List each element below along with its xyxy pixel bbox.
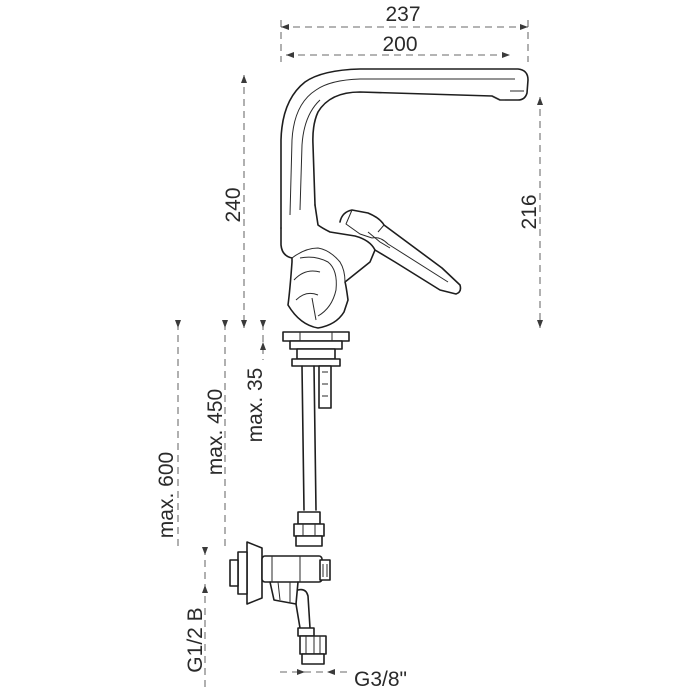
label-216: 216: [518, 194, 541, 229]
dimension-inlet-g12: [202, 547, 208, 690]
angle-valve: [229, 541, 331, 629]
faucet-lever-handle: [339, 209, 462, 295]
dimension-height-240: [241, 75, 247, 328]
fixing-stud: [318, 365, 332, 409]
outlet-connector: [297, 627, 327, 665]
faucet-body: [280, 204, 376, 329]
supply-hose: [301, 365, 317, 511]
dimension-width-200: [286, 52, 510, 58]
dimension-outlet-g38: [280, 669, 347, 675]
dimension-height-216: [537, 97, 543, 328]
label-max-600: max. 600: [155, 452, 178, 538]
label-max-450: max. 450: [204, 389, 227, 475]
hose-nut-upper: [293, 511, 325, 547]
dimension-max-450: [222, 320, 228, 548]
dimension-max-35: [260, 320, 266, 360]
label-200: 200: [382, 33, 417, 56]
dimension-width-237: [280, 20, 529, 62]
label-g38: G3/8": [354, 668, 407, 691]
label-max-35: max. 35: [244, 368, 267, 443]
label-237: 237: [385, 3, 420, 26]
faucet-spout: [280, 68, 529, 229]
counter-mount: [282, 331, 350, 367]
dimension-max-600: [175, 320, 181, 548]
label-240: 240: [222, 187, 245, 222]
label-g12b: G1/2 B: [184, 607, 207, 672]
